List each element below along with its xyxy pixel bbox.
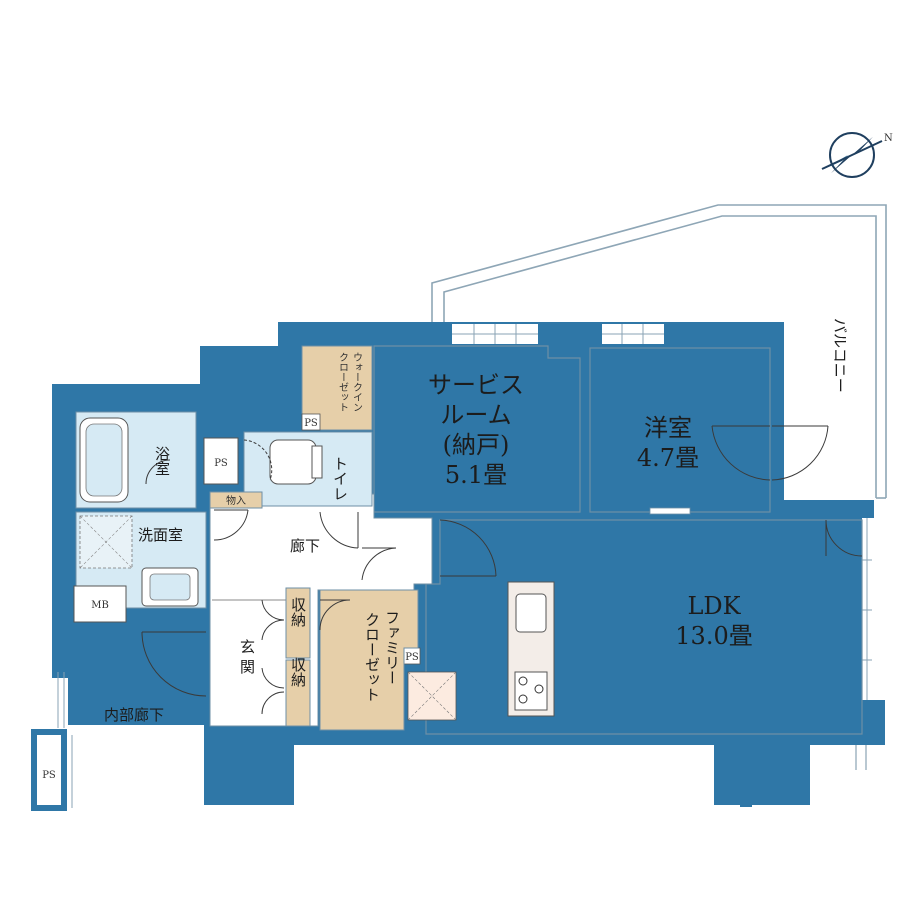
balcony: バルコニー	[431, 204, 887, 499]
walk-in-closet: ウォークイン クローゼット PS	[301, 345, 373, 431]
ldk-window-mullions	[862, 518, 872, 700]
bathroom: 浴室	[75, 411, 197, 509]
balcony-rail-outer	[431, 204, 887, 498]
storage-lower-label: 収納	[289, 657, 307, 688]
storage-upper-label: 収納	[289, 597, 307, 628]
ps-outside-box	[31, 729, 67, 811]
toilet-room: トイレ	[243, 431, 373, 507]
entrance-label-1: 玄	[240, 638, 255, 656]
family-closet: ファミリー クローゼット	[319, 589, 419, 731]
storage-lower	[285, 659, 311, 727]
service-room-label-2: ルーム	[440, 401, 511, 429]
walk-in-closet-label-2: クローゼット	[337, 352, 349, 412]
stove-burner-icon	[534, 684, 544, 694]
stove-burner-icon	[518, 676, 528, 686]
ldk-size: 13.0畳	[675, 622, 752, 650]
ldk-label: LDK	[687, 592, 741, 620]
walk-in-closet-label-1: ウォークイン	[351, 352, 363, 412]
mono-ire: 物入	[209, 491, 263, 509]
balcony-column	[826, 500, 874, 518]
western-room-size: 4.7畳	[637, 444, 699, 472]
hallway-label: 廊下	[290, 537, 320, 555]
balcony-label: バルコニー	[831, 318, 849, 393]
service-room-label-3: (納戸)	[443, 431, 510, 459]
washroom-label: 洗面室	[138, 526, 183, 544]
window-mullions	[452, 324, 664, 344]
inner-corridor: 内部廊下 PS	[31, 672, 164, 811]
service-room: サービス ルーム (納戸) 5.1畳	[373, 345, 581, 513]
mb-label: MB	[91, 600, 109, 611]
ps-outside-label: PS	[42, 770, 56, 781]
inner-corridor-label: 内部廊下	[104, 706, 164, 724]
stove-burner-icon	[518, 694, 528, 704]
entrance-label-2: 関	[240, 658, 255, 676]
balcony-rail-inner	[443, 215, 877, 498]
western-room-door-swing	[711, 425, 771, 481]
ps-kitchen-label: PS	[405, 652, 419, 663]
ldk-floor	[425, 519, 863, 735]
western-room-label: 洋室	[644, 414, 692, 442]
kitchen-sink	[515, 593, 547, 633]
ldk: LDK 13.0畳 PS	[403, 519, 863, 735]
toilet-label: トイレ	[331, 456, 349, 501]
ps-wic-box	[301, 413, 321, 431]
service-room-label-1: サービス	[428, 371, 524, 399]
compass-north-icon: N	[821, 132, 893, 178]
ps-wic-label: PS	[304, 418, 318, 429]
storage-upper	[285, 587, 311, 659]
family-closet-label-1: ファミリー	[383, 610, 401, 685]
service-room-size: 5.1畳	[445, 461, 507, 489]
western-room: 洋室 4.7畳	[589, 347, 829, 515]
ldk-door-swing	[439, 519, 497, 577]
ps-toilet-label: PS	[214, 458, 228, 469]
mono-ire-label: 物入	[226, 494, 246, 507]
compass-letter: N	[884, 133, 893, 144]
family-closet-floor	[319, 589, 419, 731]
meter-box: MB	[73, 585, 127, 623]
ps-toilet: PS	[203, 437, 239, 485]
storage-units: 収納 収納	[285, 587, 311, 727]
toilet-bowl-icon	[269, 439, 317, 485]
family-closet-label-2: クローゼット	[363, 612, 381, 702]
